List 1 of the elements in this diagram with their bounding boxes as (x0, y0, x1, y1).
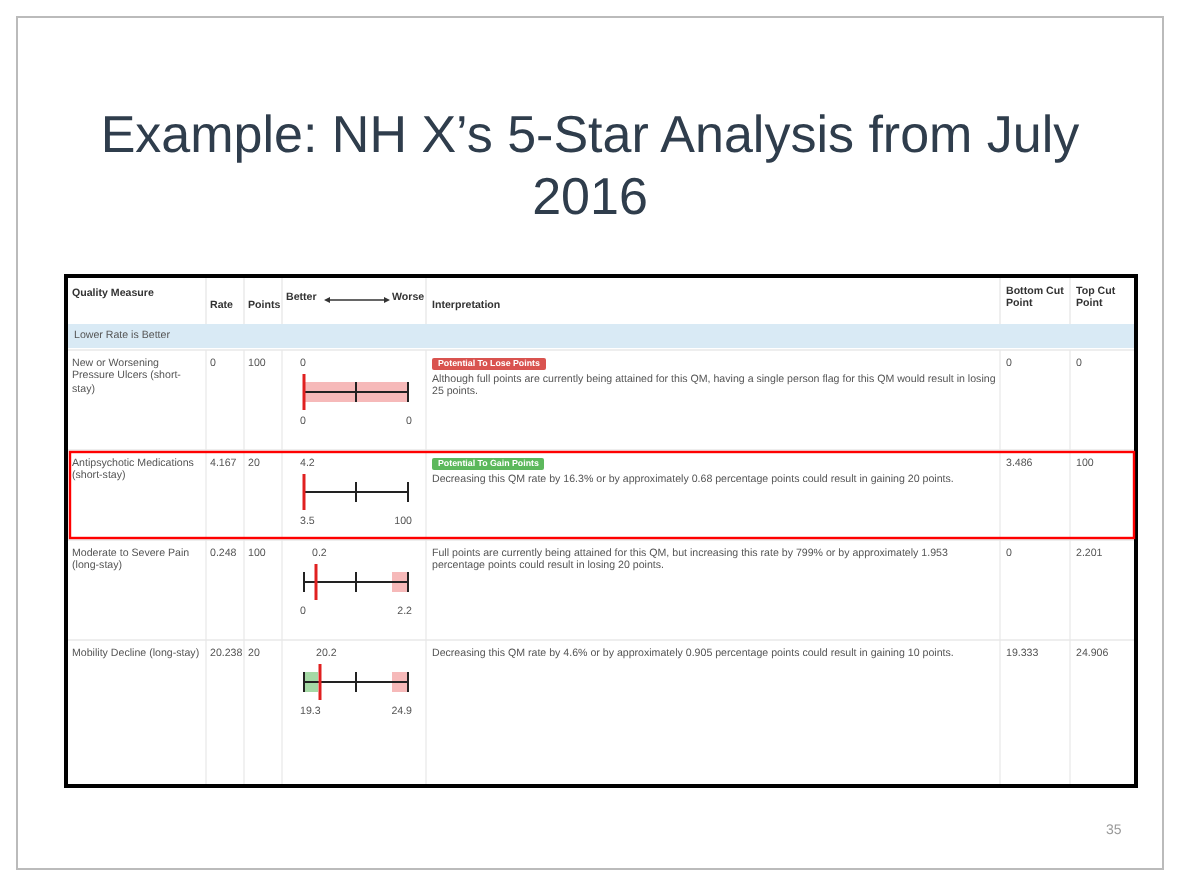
slide-title: Example: NH X’s 5-Star Analysis from July 2016 (98, 104, 1082, 228)
